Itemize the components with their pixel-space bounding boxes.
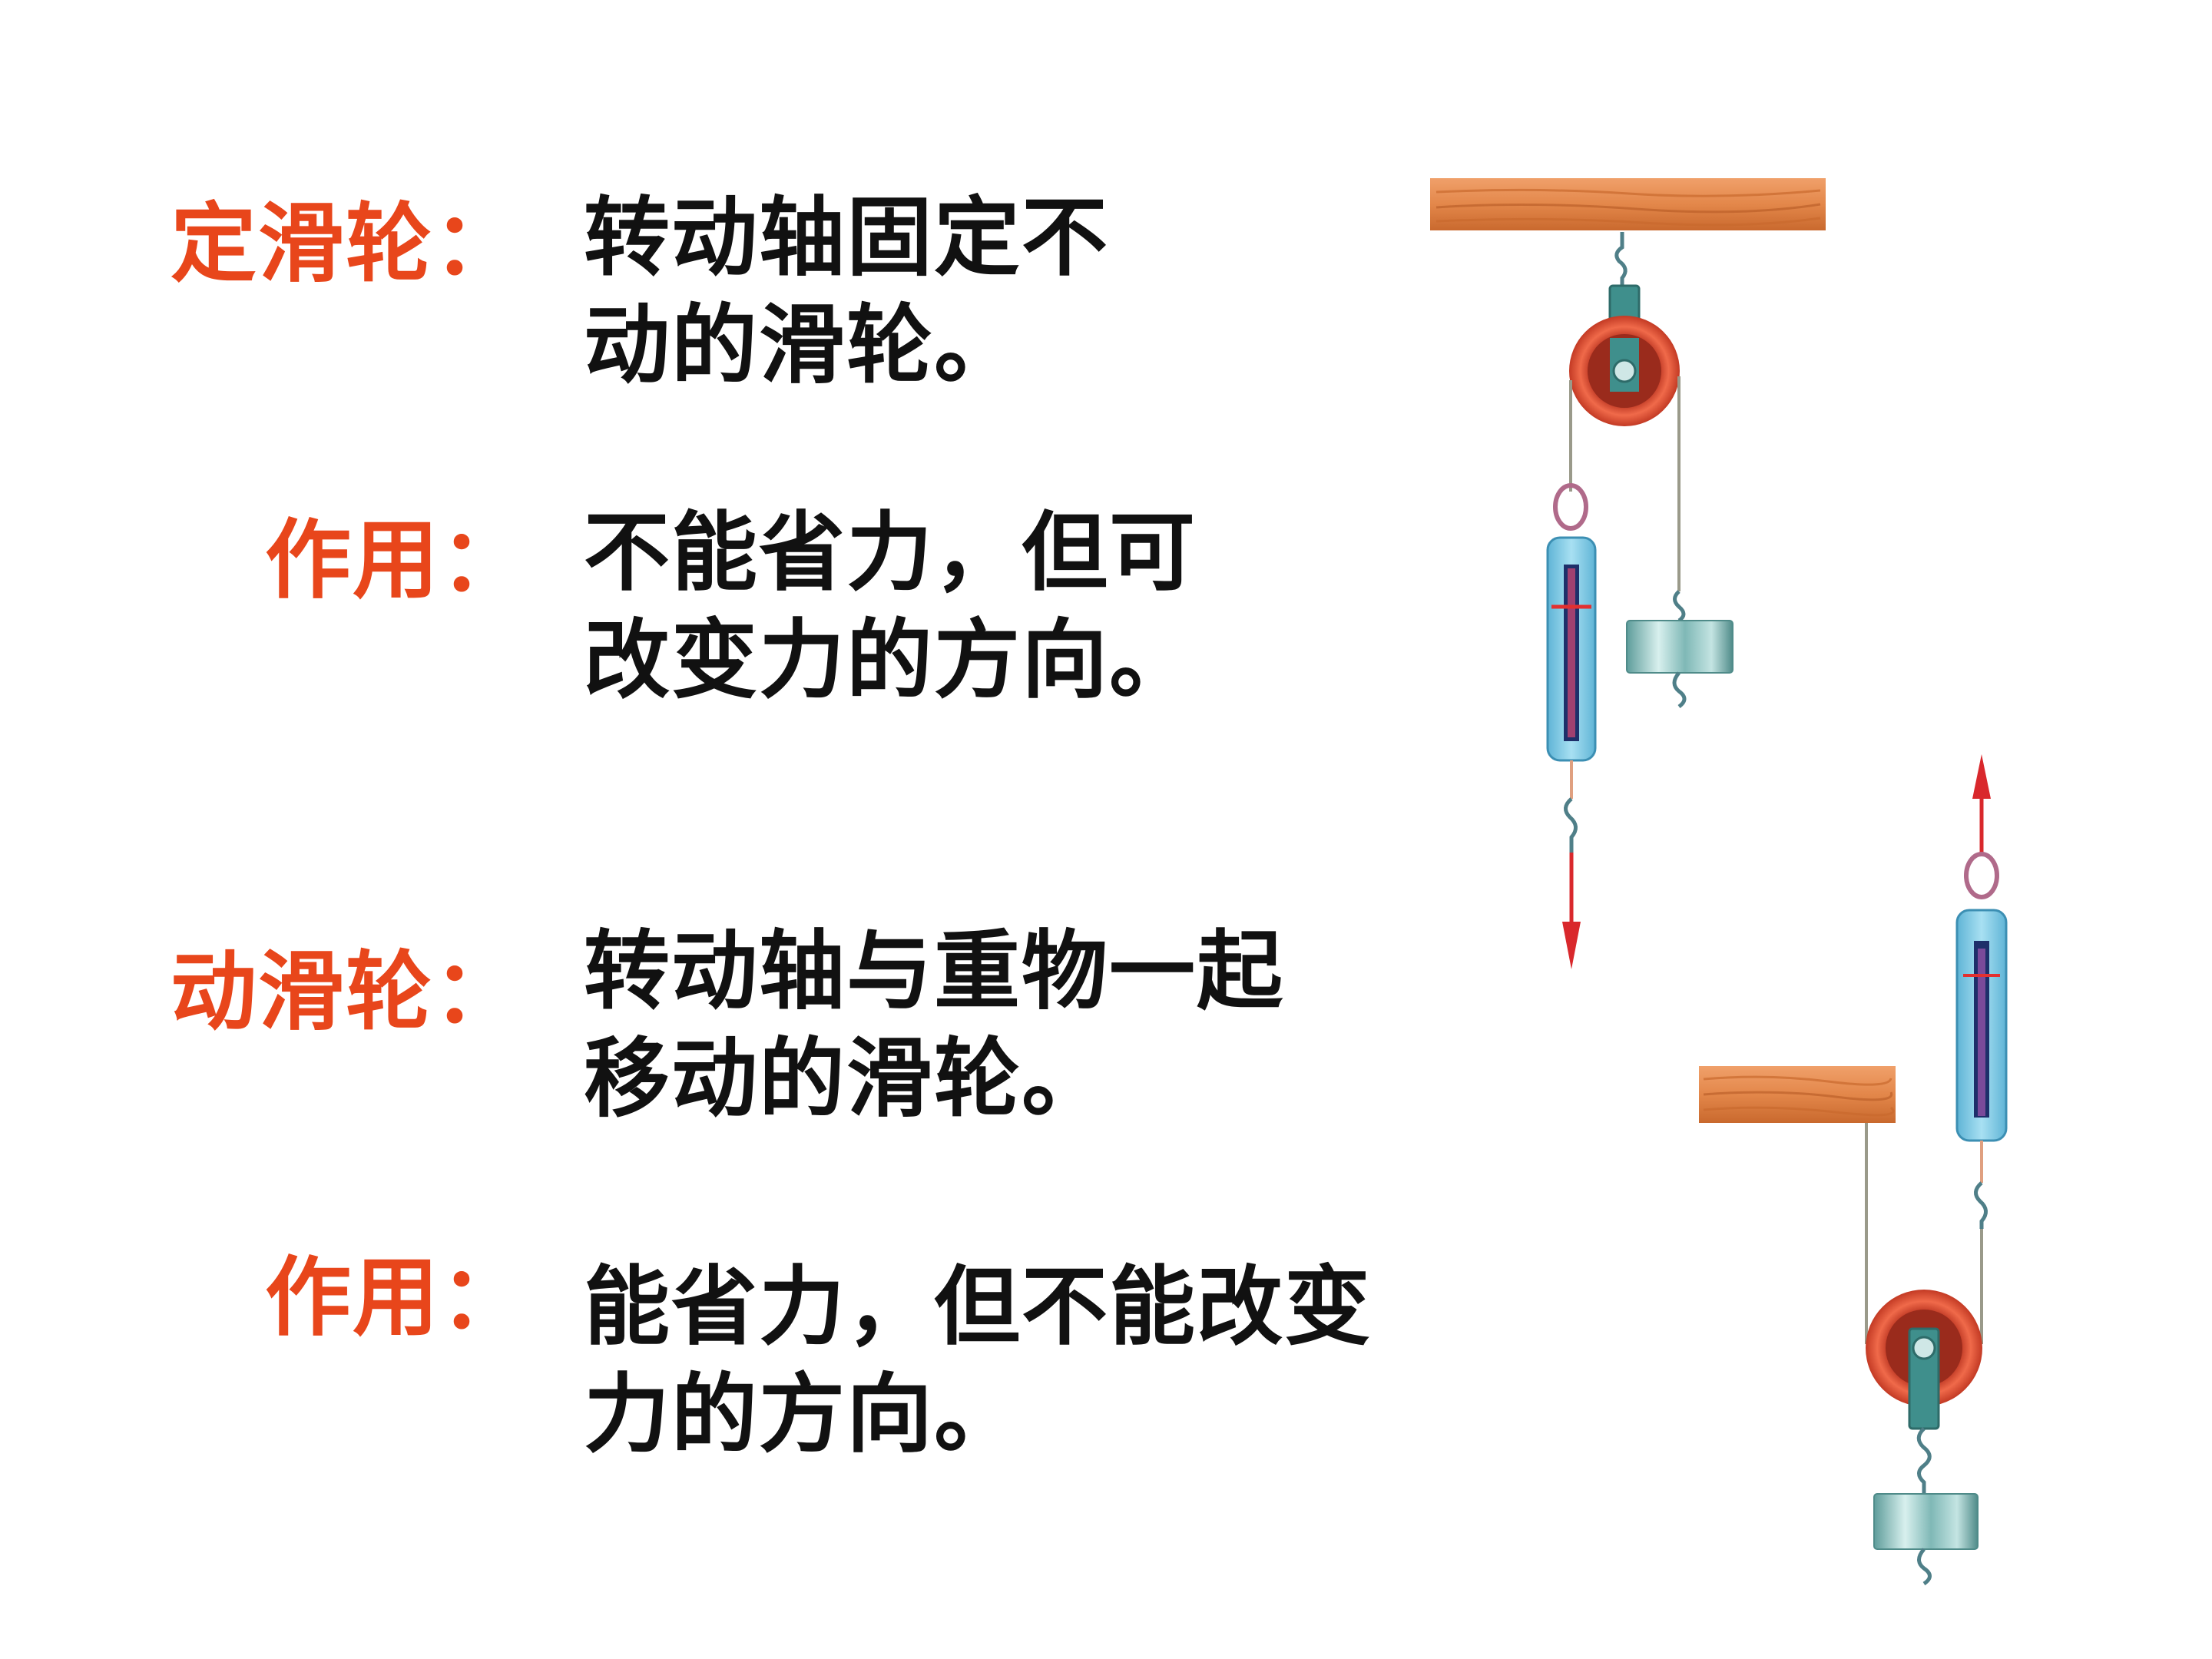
- fixed-pulley-effect-label: 作用：: [265, 511, 528, 611]
- movable-pulley-effect-line-1: 能省力，但不能改变: [584, 1257, 1372, 1357]
- weight-icon: [1873, 1493, 1979, 1550]
- movable-pulley-effect-line-2: 力的方向。: [584, 1365, 1022, 1465]
- spring-scale-icon: [1546, 536, 1597, 799]
- pulley-icon: [1866, 1290, 1982, 1430]
- hook-icon: [1917, 1548, 1932, 1586]
- fixed-pulley-diagram: [1430, 178, 1826, 969]
- force-arrow-icon: [1972, 754, 1991, 856]
- fixed-pulley-effect-line-1: 不能省力，但可: [584, 503, 1197, 603]
- fixed-pulley-definition-line-1: 转动轴固定不: [584, 188, 1109, 288]
- movable-pulley-diagram: [1699, 754, 2008, 1586]
- hook-icon: [1614, 232, 1628, 286]
- movable-pulley-definition-line-1: 转动轴与重物一起: [584, 922, 1284, 1022]
- fixed-pulley-effect-line-2: 改变力的方向。: [584, 611, 1197, 710]
- wood-beam-icon: [1699, 1066, 1896, 1123]
- movable-pulley-effect: 能省力，但不能改变 力的方向。: [584, 1253, 1372, 1469]
- movable-pulley-definition: 转动轴与重物一起 移动的滑轮。: [584, 918, 1284, 1133]
- fixed-pulley-definition-line-2: 动的滑轮。: [584, 296, 1022, 396]
- wood-beam-icon: [1430, 178, 1826, 230]
- hook-icon: [1974, 1181, 1988, 1229]
- fixed-pulley-definition: 转动轴固定不 动的滑轮。: [584, 184, 1109, 399]
- hook-icon: [1672, 671, 1687, 709]
- movable-pulley-definition-line-2: 移动的滑轮。: [584, 1029, 1109, 1129]
- hook-icon: [1673, 590, 1686, 623]
- hook-icon: [1916, 1427, 1932, 1494]
- force-arrow-icon: [1562, 853, 1581, 969]
- hook-icon: [1564, 797, 1578, 853]
- spring-scale-icon: [1955, 909, 2008, 1183]
- movable-pulley-label: 动滑轮：: [171, 942, 521, 1042]
- pulley-icon: [1569, 316, 1680, 426]
- weight-icon: [1626, 620, 1734, 674]
- fixed-pulley-label: 定滑轮：: [171, 194, 521, 294]
- movable-pulley-effect-label: 作用：: [265, 1248, 528, 1348]
- fixed-pulley-effect: 不能省力，但可 改变力的方向。: [584, 499, 1197, 714]
